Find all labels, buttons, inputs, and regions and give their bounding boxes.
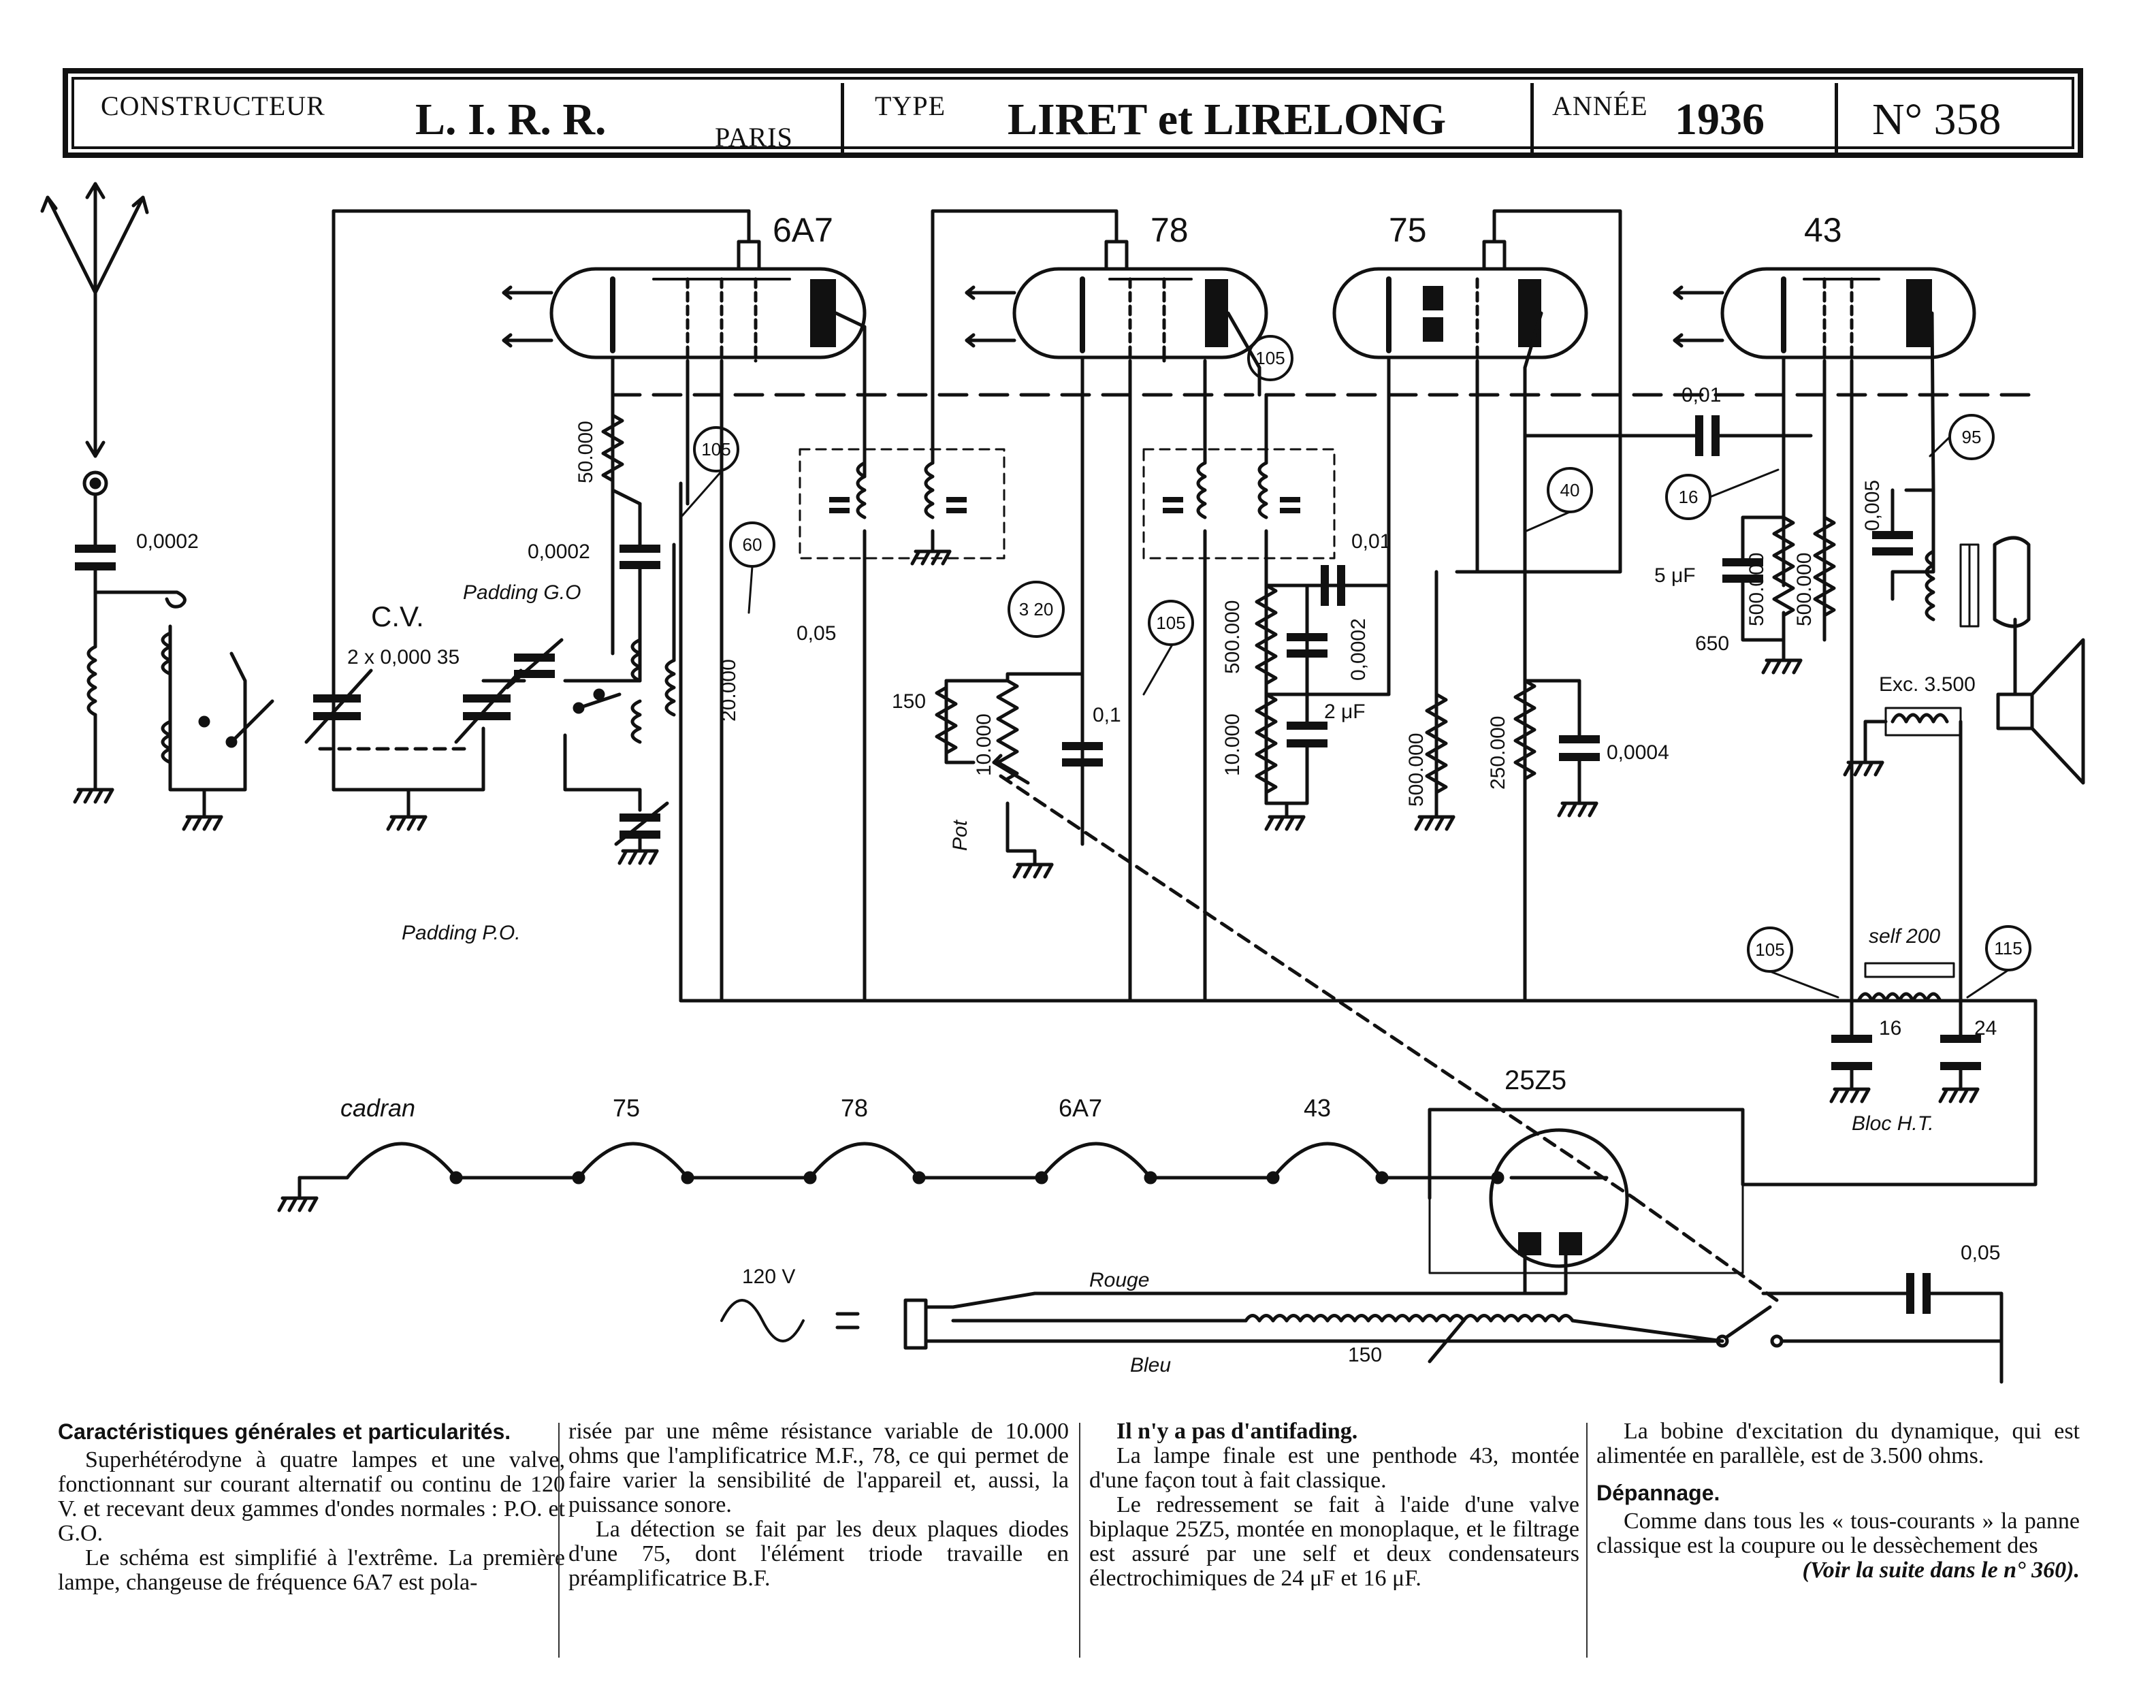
label-c-01: 0,1 — [1093, 704, 1121, 726]
label-heater-6a7: 6A7 — [1059, 1094, 1102, 1122]
type-label: TYPE — [875, 91, 946, 121]
label-heater-cadran: cadran — [340, 1094, 415, 1122]
tube-78 — [1012, 240, 1268, 363]
label-r-mains: 150 — [1348, 1344, 1382, 1366]
header-box: CONSTRUCTEUR L. I. R. R. PARIS TYPE LIRE… — [63, 68, 2083, 158]
text-column-3: Il n'y a pas d'antifading. La lampe fina… — [1089, 1419, 1579, 1591]
continuation-note: (Voir la suite dans le n° 360). — [1802, 1558, 2080, 1583]
radio-schematic: 6A7 78 75 43 0,0002 C.V. 2 x 0,000 35 Pa… — [40, 182, 2085, 1384]
label-pot-value: 10.000 — [973, 713, 995, 776]
label-c-5uf: 5 μF — [1654, 564, 1696, 587]
label-c-001a: 0,01 — [1351, 530, 1391, 553]
label-heater-43: 43 — [1304, 1094, 1331, 1122]
tube-43 — [1720, 267, 1976, 363]
label-r-10000: 10.000 — [1221, 713, 1244, 776]
voltage-105-c: 105 — [1255, 348, 1285, 368]
label-bloc-ht: Bloc H.T. — [1852, 1112, 1934, 1135]
voltage-markers — [693, 335, 2031, 973]
label-heater-75: 75 — [613, 1094, 640, 1122]
label-r-500000-b: 500.000 — [1405, 733, 1428, 807]
label-c-ant: 0,0002 — [136, 530, 199, 553]
rectifier-25z5 — [1428, 1108, 1744, 1274]
label-r-500000-d: 500.000 — [1793, 553, 1816, 626]
text-column-2: risée par une même résistance variable d… — [568, 1419, 1069, 1591]
label-r-150: 150 — [892, 690, 926, 713]
label-r-500000-c: 500.000 — [1745, 553, 1768, 626]
label-25z5: 25Z5 — [1505, 1065, 1566, 1095]
ground-symbol — [73, 788, 114, 804]
label-padding-po: Padding P.O. — [402, 922, 521, 944]
label-c-mains: 0,05 — [1961, 1242, 2000, 1264]
paragraph: Le redressement se fait à l'aide d'une v… — [1089, 1492, 1579, 1591]
label-bleu: Bleu — [1130, 1354, 1171, 1376]
tube-label-43: 43 — [1804, 211, 1842, 249]
paragraph: La bobine d'excitation du dynamique, qui… — [1596, 1419, 2080, 1468]
numero: N° 358 — [1872, 95, 2001, 144]
tube-label-75: 75 — [1389, 211, 1427, 249]
label-heater-78: 78 — [841, 1094, 868, 1122]
label-cv: C.V. — [371, 600, 424, 632]
voltage-115: 115 — [1994, 938, 2022, 958]
label-c-2uf: 2 μF — [1324, 700, 1366, 723]
constructeur-label: CONSTRUCTEUR — [101, 91, 325, 121]
label-r-650: 650 — [1695, 632, 1729, 655]
voltage-16: 16 — [1679, 487, 1699, 507]
label-c24: 24 — [1974, 1017, 1997, 1040]
paragraph: La détection se fait par les deux plaque… — [568, 1517, 1069, 1591]
tube-label-78: 78 — [1151, 211, 1189, 249]
label-rouge: Rouge — [1089, 1269, 1149, 1291]
paragraph: Superhétérodyne à quatre lampes et une v… — [58, 1447, 565, 1546]
heading-depannage: Dépannage. — [1596, 1481, 1720, 1505]
voltage-95: 95 — [1962, 427, 1982, 447]
tube-6a7 — [549, 240, 867, 363]
antenna — [40, 182, 149, 496]
tube-label-6a7: 6A7 — [773, 211, 833, 249]
label-c-0002b: 0,0002 — [1347, 618, 1370, 681]
city: PARIS — [715, 122, 793, 152]
label-r-50000: 50.000 — [575, 421, 597, 483]
paragraph: Il n'y a pas d'antifading. — [1116, 1419, 1358, 1444]
type-name: LIRET et LIRELONG — [1008, 95, 1447, 144]
paragraph: Comme dans tous les « tous-courants » la… — [1596, 1509, 2080, 1558]
annee-value: 1936 — [1675, 95, 1765, 144]
label-c-0005: 0,005 — [1861, 480, 1884, 531]
constructeur-name: L. I. R. R. — [415, 95, 607, 144]
label-self: self 200 — [1869, 925, 1940, 948]
voltage-105-a: 105 — [701, 439, 730, 460]
speaker-icon — [1993, 536, 2085, 785]
heater-string — [277, 1142, 1500, 1212]
label-r-250000: 250.000 — [1487, 716, 1509, 790]
label-cv-value: 2 x 0,000 35 — [347, 646, 460, 668]
label-c-005: 0,05 — [797, 622, 836, 645]
text-column-1: Caractéristiques générales et particular… — [58, 1419, 565, 1595]
label-mains: 120 V — [742, 1266, 795, 1288]
label-c16: 16 — [1879, 1017, 1901, 1040]
label-c-00004: 0,0004 — [1607, 741, 1669, 764]
label-exc: Exc. 3.500 — [1879, 673, 1976, 696]
label-padding-go: Padding G.O — [463, 581, 581, 604]
label-r-20000: 20.000 — [718, 659, 740, 722]
label-c-osc: 0,0002 — [528, 541, 590, 563]
paragraph: La lampe finale est une penthode 43, mon… — [1089, 1443, 1579, 1493]
paragraph: risée par une même résistance variable d… — [568, 1419, 1069, 1517]
label-pot: Pot — [949, 819, 971, 851]
label-c-001b: 0,01 — [1682, 384, 1721, 406]
voltage-40: 40 — [1560, 480, 1580, 500]
heading-caracteristiques: Caractéristiques générales et particular… — [58, 1419, 511, 1444]
tube-75 — [1332, 240, 1588, 363]
label-r-500000-a: 500.000 — [1221, 600, 1244, 674]
paragraph: Le schéma est simplifié à l'extrême. La … — [58, 1545, 565, 1595]
annee-label: ANNÉE — [1552, 91, 1648, 121]
voltage-105-d: 105 — [1755, 939, 1784, 960]
text-column-4: La bobine d'excitation du dynamique, qui… — [1596, 1419, 2080, 1583]
voltage-105-b: 105 — [1156, 613, 1185, 633]
voltage-3-20: 3 20 — [1019, 599, 1054, 619]
voltage-60: 60 — [743, 534, 762, 555]
